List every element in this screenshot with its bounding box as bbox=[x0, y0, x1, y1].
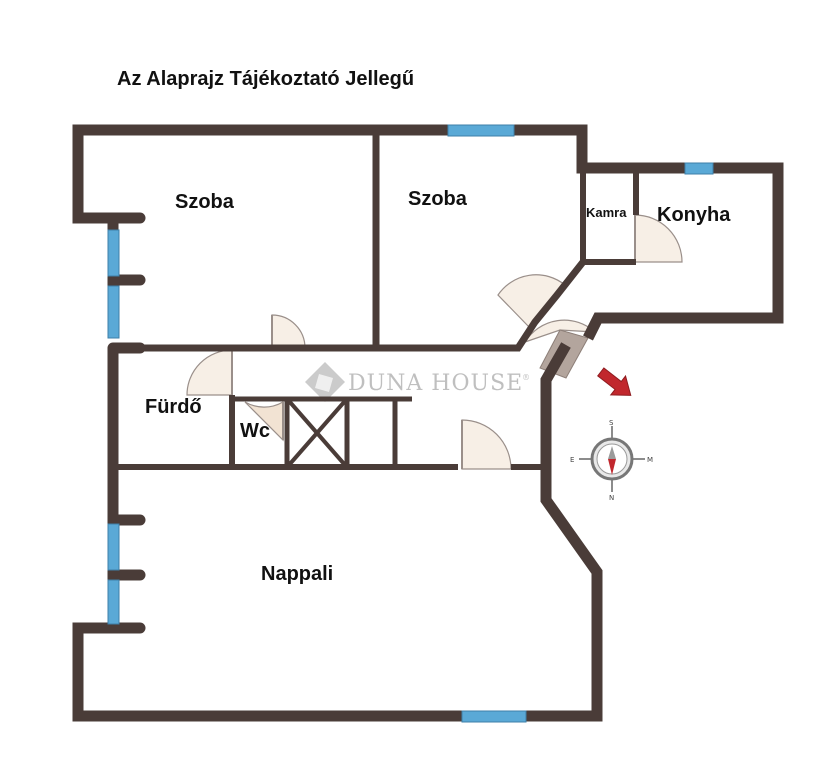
watermark-mark: ® bbox=[522, 373, 531, 382]
window-kitchen bbox=[684, 162, 714, 175]
door-swing-bedroom-hall bbox=[271, 314, 306, 349]
watermark-brand: DUNA HOUSE bbox=[348, 371, 523, 396]
window-left-upper-1 bbox=[107, 229, 120, 277]
door-swing-bathroom bbox=[186, 349, 233, 396]
window-top bbox=[447, 124, 515, 137]
doors bbox=[186, 214, 683, 470]
room-label-furdo: Fürdő bbox=[145, 396, 202, 418]
room-label-szoba-1: Szoba bbox=[175, 191, 235, 213]
room-label-kamra: Kamra bbox=[586, 205, 627, 220]
shaft-x-2 bbox=[287, 399, 347, 467]
compass-west: M bbox=[647, 456, 653, 464]
entrance-arrow-icon bbox=[597, 367, 632, 396]
door-swing-kitchen bbox=[634, 214, 683, 263]
wall-corridor-top bbox=[113, 259, 586, 352]
watermark: DUNA HOUSE ® bbox=[305, 362, 531, 402]
wall-top-left bbox=[72, 124, 784, 341]
compass-south: S bbox=[609, 419, 614, 427]
room-label-wc: Wc bbox=[240, 420, 270, 442]
wall-bottom bbox=[72, 342, 603, 722]
door-swing-bedroom2 bbox=[497, 274, 566, 329]
compass-north: N bbox=[609, 494, 614, 502]
room-label-konyha: Konyha bbox=[657, 204, 731, 226]
compass-east: E bbox=[570, 456, 574, 464]
door-swing-hall-living bbox=[461, 419, 512, 470]
windows bbox=[107, 124, 714, 723]
window-bottom bbox=[461, 710, 527, 723]
plan-title: Az Alaprajz Tájékoztató Jellegű bbox=[117, 68, 414, 90]
room-label-nappali: Nappali bbox=[261, 563, 333, 585]
wall-stubs bbox=[107, 212, 146, 634]
room-label-szoba-2: Szoba bbox=[408, 188, 468, 210]
walls bbox=[72, 124, 784, 722]
window-left-upper-2 bbox=[107, 285, 120, 339]
door-leaves bbox=[231, 215, 636, 469]
window-left-lower-2 bbox=[107, 579, 120, 625]
compass-icon: S N E M bbox=[570, 419, 653, 502]
window-left-lower-1 bbox=[107, 523, 120, 571]
